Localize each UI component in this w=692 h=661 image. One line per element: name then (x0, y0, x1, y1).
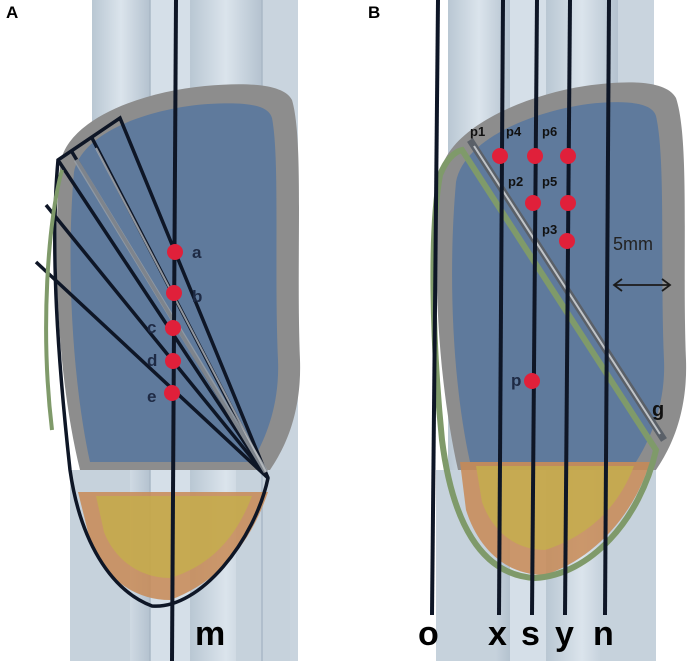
panel-b: p1 p4 p6 p2 p5 p3 p 5mm g o x s y n B (368, 0, 687, 661)
label-p: p (511, 371, 521, 390)
scale-arrow (612, 278, 672, 292)
panel-b-points (492, 148, 576, 389)
cut-label-g: g (652, 399, 664, 421)
point-p (524, 373, 540, 389)
label-e: e (147, 387, 156, 406)
panel-b-graft-outline (430, 146, 660, 582)
point-p3 (559, 233, 575, 249)
label-a: a (192, 243, 202, 262)
line-label-n: n (593, 615, 614, 653)
point-p6 (560, 148, 576, 164)
line-n (603, 0, 611, 616)
label-p1: p1 (470, 124, 485, 139)
panel-b-vertical-lines (430, 0, 611, 616)
label-p5: p5 (542, 174, 557, 189)
label-p2: p2 (508, 174, 523, 189)
point-e (164, 385, 180, 401)
label-c: c (147, 318, 156, 337)
scale-text: 5mm (613, 234, 653, 254)
panel-a: a b c d e m A (6, 0, 301, 661)
label-p4: p4 (506, 124, 522, 139)
panel-a-graft-outline (53, 115, 270, 608)
label-p6: p6 (542, 124, 557, 139)
point-a (167, 244, 183, 260)
panel-label-a: A (6, 3, 18, 22)
line-s (530, 0, 539, 616)
panel-a-points (164, 244, 183, 401)
label-b: b (192, 287, 202, 306)
point-p2 (525, 195, 541, 211)
line-x (497, 0, 505, 616)
line-label-m: m (195, 615, 225, 653)
line-label-y: y (555, 615, 574, 653)
line-label-s: s (521, 615, 540, 653)
line-label-x: x (488, 615, 507, 653)
point-p5 (560, 195, 576, 211)
point-p4 (527, 148, 543, 164)
label-p3: p3 (542, 222, 557, 237)
line-y (563, 0, 572, 616)
panel-label-b: B (368, 3, 380, 22)
point-p1 (492, 148, 508, 164)
point-c (165, 320, 181, 336)
label-d: d (147, 351, 157, 370)
point-d (165, 353, 181, 369)
line-label-o: o (418, 615, 439, 653)
line-o (430, 0, 440, 616)
point-b (166, 285, 182, 301)
